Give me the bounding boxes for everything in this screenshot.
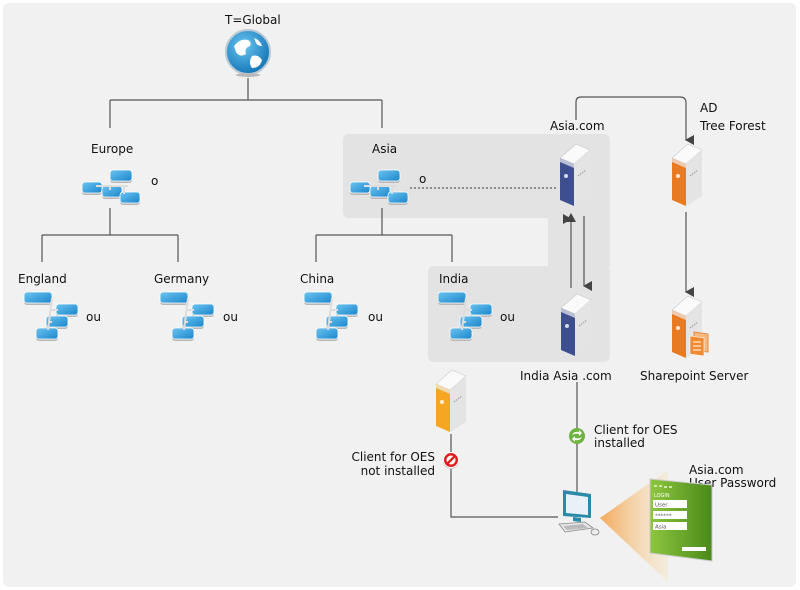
europe-label: Europe bbox=[91, 142, 134, 156]
sharepoint-label: Sharepoint Server bbox=[640, 369, 749, 383]
asia-label: Asia bbox=[372, 142, 398, 156]
india-type-label: ou bbox=[500, 310, 515, 324]
england-org-icon bbox=[23, 291, 79, 341]
india-server-icon bbox=[560, 293, 592, 356]
asia-com-label: Asia.com bbox=[550, 119, 605, 133]
asia-org-icon bbox=[349, 169, 409, 205]
india-server-label: India Asia .com bbox=[520, 369, 612, 383]
root-label: T=Global bbox=[225, 13, 281, 27]
ad-server-icon bbox=[671, 143, 703, 206]
asia-type-label: o bbox=[419, 172, 427, 186]
svg-text:Asia: Asia bbox=[655, 525, 667, 531]
svg-text:User: User bbox=[655, 503, 668, 509]
login-panel: LOGIN User ****** Asia bbox=[649, 478, 713, 562]
china-label: China bbox=[300, 272, 335, 286]
client-installed-line1: Client for OES bbox=[594, 423, 678, 437]
germany-label: Germany bbox=[154, 272, 210, 286]
login-title-line1: Asia.com bbox=[689, 463, 744, 477]
client-not-installed-line2: not installed bbox=[360, 464, 435, 478]
computer-icon[interactable] bbox=[555, 488, 603, 536]
line-asia-com-to-ad bbox=[575, 96, 694, 145]
prohibited-icon bbox=[443, 452, 459, 469]
tree-forest-label: Tree Forest bbox=[700, 119, 766, 133]
asia-com-server-icon bbox=[559, 143, 591, 206]
client-server-icon bbox=[435, 369, 467, 432]
germany-type-label: ou bbox=[223, 310, 238, 324]
ad-label: AD bbox=[700, 101, 718, 115]
sync-icon bbox=[569, 428, 585, 444]
germany-org-icon bbox=[159, 291, 215, 341]
england-type-label: ou bbox=[86, 310, 101, 324]
india-org-icon bbox=[437, 291, 493, 341]
svg-text:******: ****** bbox=[655, 514, 672, 520]
china-org-icon bbox=[303, 291, 359, 341]
line-client-server-to-pc bbox=[450, 434, 558, 518]
europe-org-icon bbox=[81, 169, 141, 205]
sharepoint-server-icon bbox=[671, 295, 709, 358]
asia-connector-box bbox=[548, 210, 610, 270]
login-panel-title: LOGIN bbox=[654, 493, 670, 499]
client-installed-line2: installed bbox=[594, 436, 645, 450]
client-not-installed-line1: Client for OES bbox=[351, 450, 435, 464]
europe-type-label: o bbox=[151, 174, 159, 188]
china-type-label: ou bbox=[368, 310, 383, 324]
india-label: India bbox=[439, 272, 469, 286]
england-label: England bbox=[18, 272, 67, 286]
globe-icon bbox=[225, 29, 271, 77]
